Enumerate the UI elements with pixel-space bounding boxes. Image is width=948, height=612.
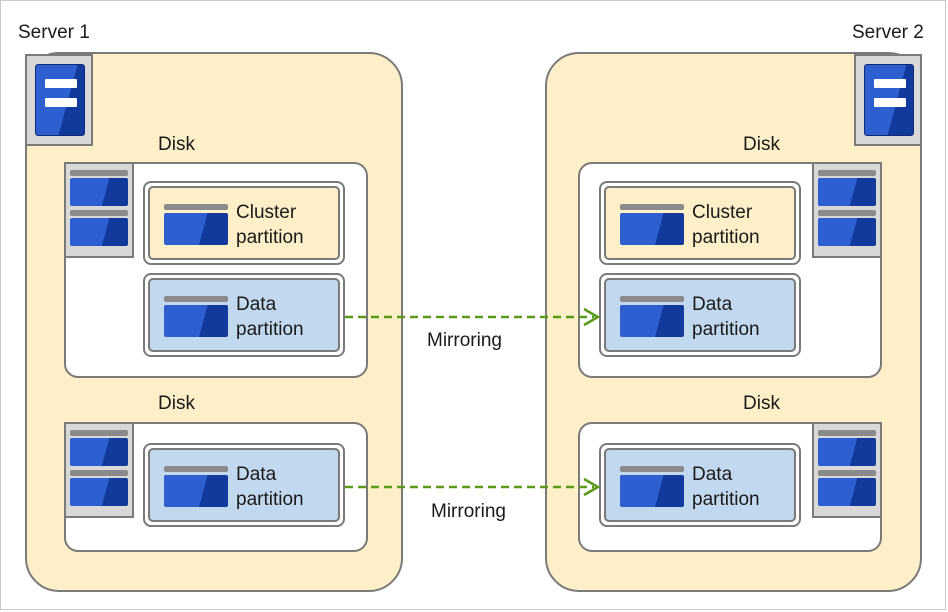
server-2-disk-1-label: Disk bbox=[743, 134, 780, 155]
mirroring-label-1: Mirroring bbox=[427, 330, 502, 351]
server-2-disk-2-icon-box bbox=[812, 422, 882, 518]
partition-label-line1: Data bbox=[236, 294, 277, 315]
server-2-disk-2-label: Disk bbox=[743, 393, 780, 414]
server-1-icon-box bbox=[25, 54, 93, 146]
partition-label-line2: partition bbox=[692, 227, 760, 248]
partition-label-line1: Data bbox=[692, 294, 733, 315]
server-2-cluster-partition: Cluster partition bbox=[599, 181, 801, 265]
server-icon bbox=[864, 64, 914, 136]
partition-label-line1: Cluster bbox=[692, 202, 753, 223]
mirroring-label-2: Mirroring bbox=[431, 501, 506, 522]
server-1-data-partition-2: Data partition bbox=[143, 443, 345, 527]
mirroring-arrow-2 bbox=[345, 477, 601, 497]
partition-label-line2: partition bbox=[236, 319, 304, 340]
server-1-data-partition-1: Data partition bbox=[143, 273, 345, 357]
partition-label-line2: partition bbox=[236, 227, 304, 248]
server-1-cluster-partition: Cluster partition bbox=[143, 181, 345, 265]
server-2-data-partition-1: Data partition bbox=[599, 273, 801, 357]
partition-label-line2: partition bbox=[236, 489, 304, 510]
server-1-disk-2-label: Disk bbox=[158, 393, 195, 414]
server-2-icon-box bbox=[854, 54, 922, 146]
partition-label-line2: partition bbox=[692, 489, 760, 510]
server-1-label: Server 1 bbox=[18, 22, 90, 43]
server-2-disk-1-icon-box bbox=[812, 162, 882, 258]
server-icon bbox=[35, 64, 85, 136]
partition-label-line2: partition bbox=[692, 319, 760, 340]
server-2-label: Server 2 bbox=[852, 22, 924, 43]
server-2-data-partition-2: Data partition bbox=[599, 443, 801, 527]
partition-label-line1: Data bbox=[236, 464, 277, 485]
server-1-disk-2-icon-box bbox=[64, 422, 134, 518]
server-1-disk-1-label: Disk bbox=[158, 134, 195, 155]
partition-label-line1: Cluster bbox=[236, 202, 297, 223]
partition-label-line1: Data bbox=[692, 464, 733, 485]
mirroring-arrow-1 bbox=[345, 307, 601, 327]
server-1-disk-1-icon-box bbox=[64, 162, 134, 258]
